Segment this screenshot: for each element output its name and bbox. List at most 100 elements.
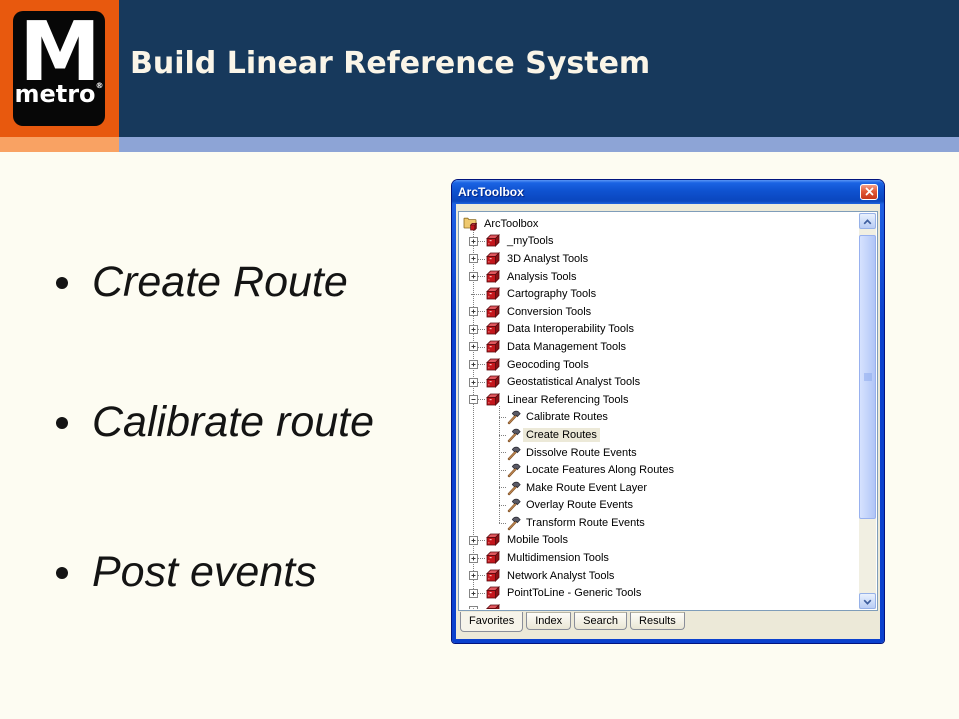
arctoolbox-window: ArcToolbox ArcToolbox _myTools 3D Analyst … <box>452 180 884 643</box>
toolbox-icon <box>485 286 501 302</box>
toolbox-icon <box>485 532 501 548</box>
toolbox-icon <box>485 550 501 566</box>
tree-item[interactable]: Data Interoperability Tools <box>460 321 859 339</box>
scrollbar-thumb[interactable] <box>859 235 876 519</box>
tree-item-root[interactable]: ArcToolbox <box>460 215 859 233</box>
page-title: Build Linear Reference System <box>130 46 651 81</box>
toolbox-icon <box>485 304 501 320</box>
chevron-up-icon <box>863 212 872 230</box>
tree-item-label: Cartography Tools <box>507 288 597 301</box>
tree-item[interactable]: Data Management Tools <box>460 338 859 356</box>
tree-item-label: Transform Route Events <box>526 516 645 529</box>
collapse-minus-icon[interactable] <box>469 395 478 405</box>
tree-item[interactable]: _myTools <box>460 233 859 251</box>
header-accent-band-blue <box>119 137 959 152</box>
tree-item-label: Conversion Tools <box>507 305 592 318</box>
expand-plus-icon[interactable] <box>469 254 478 264</box>
tree-item-label: Data Interoperability Tools <box>507 323 634 336</box>
tab-search[interactable]: Search <box>574 612 628 630</box>
tree-item[interactable]: Cartography Tools <box>460 285 859 303</box>
tree-item[interactable]: Locate Features Along Routes <box>460 461 859 479</box>
tree-item[interactable]: Make Route Event Layer <box>460 479 859 497</box>
hammer-tool-icon <box>506 515 522 531</box>
toolbox-icon <box>485 233 501 249</box>
tree-item[interactable]: Network Analyst Tools <box>460 567 859 585</box>
registered-mark: ® <box>95 81 104 90</box>
toolbox-icon <box>485 339 501 355</box>
hammer-tool-icon <box>506 462 522 478</box>
expand-plus-icon[interactable] <box>469 307 478 317</box>
scroll-up-button[interactable] <box>859 213 876 229</box>
tab-index[interactable]: Index <box>526 612 572 630</box>
toolbox-icon <box>485 568 501 584</box>
expand-plus-icon[interactable] <box>469 553 478 563</box>
tree-item[interactable]: Geostatistical Analyst Tools <box>460 373 859 391</box>
toolbox-icon <box>485 392 501 408</box>
toolbox-icon <box>485 585 501 601</box>
toolbox-icon <box>485 269 501 285</box>
tree-item-label: ArcToolbox <box>484 217 539 230</box>
tree-item-label: 3D Analyst Tools <box>507 252 589 265</box>
expand-plus-icon[interactable] <box>469 272 478 282</box>
tree-item[interactable]: Calibrate Routes <box>460 409 859 427</box>
toolbox-icon <box>485 374 501 390</box>
hammer-tool-icon <box>506 427 522 443</box>
toolbox-icon <box>485 603 501 609</box>
metro-logo: M metro® <box>0 0 119 137</box>
tree-item[interactable]: Overlay Route Events <box>460 497 859 515</box>
toolbox-icon <box>485 357 501 373</box>
expand-plus-icon[interactable] <box>469 236 478 246</box>
tree-item-label: Overlay Route Events <box>526 499 633 512</box>
expand-plus-icon[interactable] <box>469 324 478 334</box>
tree-item-label: Make Route Event Layer <box>526 481 648 494</box>
metro-logo-m: M <box>19 11 101 100</box>
tree-item[interactable]: Create Routes <box>460 426 859 444</box>
tree-item[interactable]: Geocoding Tools <box>460 356 859 374</box>
expand-plus-icon[interactable] <box>469 342 478 352</box>
expand-plus-icon[interactable] <box>469 606 478 609</box>
metro-logo-badge: M metro® <box>13 11 105 126</box>
bullet-item: Create Route <box>56 258 348 306</box>
scroll-down-button[interactable] <box>859 593 876 609</box>
tree-item-label: _myTools <box>507 235 554 248</box>
hammer-tool-icon <box>506 409 522 425</box>
tree-item-label: Network Analyst Tools <box>507 569 615 582</box>
expand-plus-icon[interactable] <box>469 360 478 370</box>
tree-item-partial[interactable] <box>460 602 859 609</box>
tree-guide-line <box>499 406 500 523</box>
close-button[interactable] <box>860 184 878 200</box>
expand-plus-icon[interactable] <box>469 535 478 545</box>
tree-item[interactable]: Conversion Tools <box>460 303 859 321</box>
tab-favorites[interactable]: Favorites <box>460 612 524 632</box>
bullet-item: Calibrate route <box>55 398 375 446</box>
expand-plus-icon[interactable] <box>469 571 478 581</box>
tree-item[interactable]: Mobile Tools <box>460 532 859 550</box>
tree-item[interactable]: PointToLine - Generic Tools <box>460 584 859 602</box>
tree-item-label: Geostatistical Analyst Tools <box>507 376 641 389</box>
window-titlebar[interactable]: ArcToolbox <box>452 180 884 204</box>
tree-item[interactable]: Multidimension Tools <box>460 549 859 567</box>
tree-item-label: Data Management Tools <box>507 340 627 353</box>
tree-item[interactable]: Transform Route Events <box>460 514 859 532</box>
hammer-tool-icon <box>506 445 522 461</box>
expand-plus-icon[interactable] <box>469 377 478 387</box>
tab-results[interactable]: Results <box>630 612 685 630</box>
tree-item-label: Dissolve Route Events <box>526 446 637 459</box>
tree-item[interactable]: Linear Referencing Tools <box>460 391 859 409</box>
tree-item[interactable]: Analysis Tools <box>460 268 859 286</box>
tree-item-label: Locate Features Along Routes <box>526 464 674 477</box>
tree-item[interactable]: Dissolve Route Events <box>460 444 859 462</box>
tree-item[interactable]: 3D Analyst Tools <box>460 250 859 268</box>
toolbox-icon <box>485 251 501 267</box>
toolbox-icon <box>485 321 501 337</box>
expand-plus-icon[interactable] <box>469 588 478 598</box>
chevron-down-icon <box>863 592 872 610</box>
tree-item-label: Multidimension Tools <box>507 552 609 565</box>
header-accent-band-orange <box>0 137 119 152</box>
tree-item-label: Analysis Tools <box>507 270 577 283</box>
vertical-scrollbar[interactable] <box>859 213 876 609</box>
